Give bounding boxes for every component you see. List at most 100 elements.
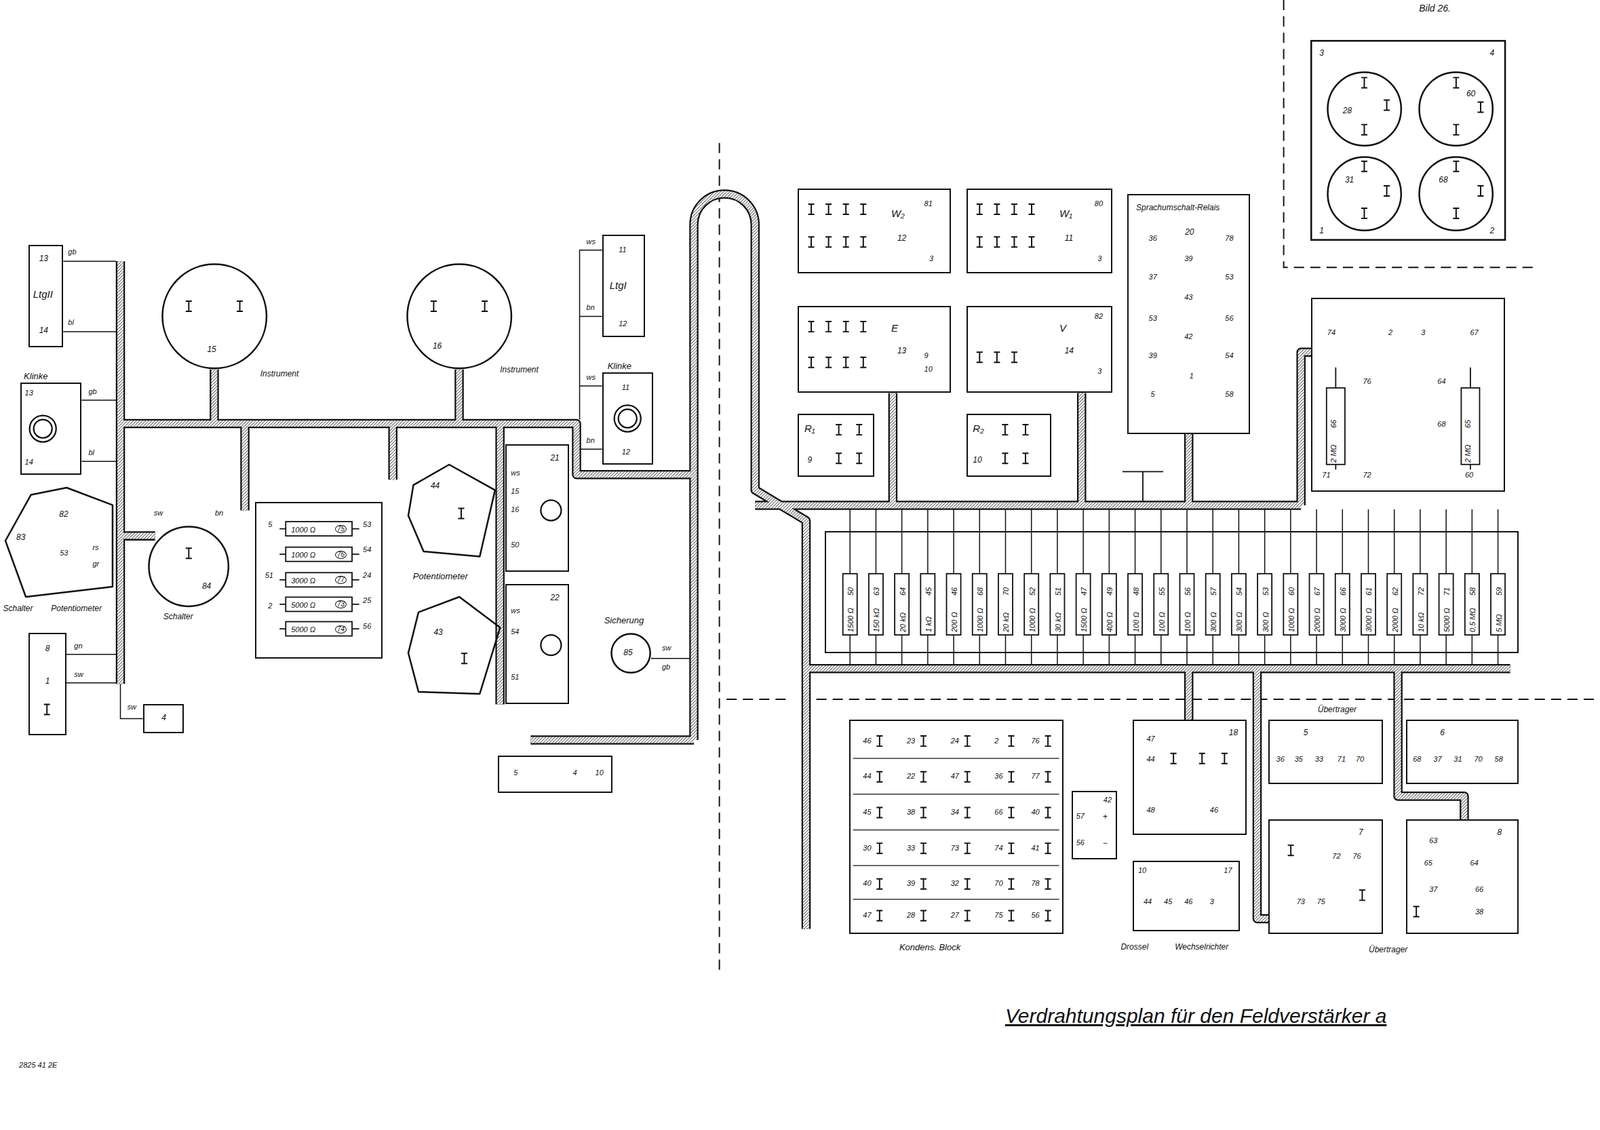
- node-text: 1500 Ω: [847, 607, 855, 633]
- wire-label: 35: [1294, 755, 1304, 764]
- node-text: 12: [621, 448, 631, 456]
- node-text: 53: [1262, 587, 1270, 596]
- instrument-circle: 15Instrument: [161, 263, 268, 370]
- resistor-symbol: [279, 367, 1480, 637]
- node-text: 3000 Ω: [1339, 607, 1348, 633]
- node-text: 61: [1365, 587, 1373, 596]
- wire-label: 38: [1474, 908, 1485, 916]
- node-text: 8: [45, 644, 51, 653]
- node-text: 4: [572, 769, 577, 777]
- wire-label: 80: [1094, 200, 1104, 208]
- resistor-symbol: [946, 573, 962, 635]
- wire-label: bn: [214, 509, 224, 517]
- wire-label: +: [1102, 812, 1109, 821]
- node-text: Instrument: [499, 365, 539, 374]
- node-text: 200 Ω: [950, 611, 959, 633]
- wire-label: 39: [1183, 255, 1194, 263]
- node-text: LtgII: [33, 288, 53, 300]
- node-text: 13: [25, 389, 34, 397]
- wire-label: 1: [1188, 372, 1195, 380]
- single-wire: [1160, 509, 1162, 665]
- resistor-symbol: [1076, 573, 1091, 635]
- wire-label: 71: [1321, 471, 1331, 479]
- wire-label: 37: [1428, 885, 1438, 894]
- wire-label: 74: [1326, 328, 1337, 337]
- wire-label: gr: [91, 560, 100, 568]
- polygon-border: [5, 487, 113, 597]
- node-text: 5000 Ω: [290, 601, 316, 610]
- switch-potentiometer: 8283SchalterPotentiometer: [5, 487, 113, 597]
- single-wire: [1368, 509, 1370, 665]
- node-text: 65: [1464, 419, 1472, 428]
- node-text: Schalter: [163, 612, 194, 621]
- node-text: Kondens. Block: [899, 942, 961, 952]
- node-text: 11: [621, 383, 630, 392]
- wire-label: 2: [267, 602, 273, 610]
- circle-border: [1419, 157, 1493, 231]
- circle-outline: [1418, 155, 1494, 232]
- resistor-symbol: [920, 573, 935, 635]
- single-wire: [1393, 509, 1396, 665]
- circle-border: [149, 527, 229, 607]
- socket-circle: 460: [1418, 71, 1494, 147]
- node-text: 44: [430, 481, 440, 490]
- node-text: 1: [1319, 226, 1324, 235]
- transformer-box: Übertrager5: [1268, 719, 1383, 785]
- resistor-symbol: [1257, 573, 1272, 635]
- polygon-outline: [408, 596, 500, 694]
- wire-label: 41: [1030, 844, 1041, 852]
- wire-label: 47: [950, 772, 960, 780]
- wire-label: 44: [1142, 898, 1153, 906]
- node-text: Sicherung: [604, 615, 645, 625]
- wire-label: 73: [950, 844, 960, 852]
- node-text: Drossel: [1120, 942, 1149, 951]
- capacitor-box: 42: [1071, 790, 1118, 860]
- wire-label: 9: [923, 352, 930, 360]
- wire-label: 33: [906, 844, 916, 852]
- wire-label: bn: [586, 303, 596, 312]
- node-text: 14: [25, 458, 34, 466]
- node-text: 17: [1223, 866, 1232, 875]
- wire-label: 54: [510, 628, 520, 636]
- node-text: 68: [976, 587, 985, 596]
- wire-label: 27: [950, 911, 960, 920]
- node-text: 58: [1469, 587, 1477, 596]
- wire-label: 3: [928, 255, 934, 263]
- wire-label: bn: [586, 436, 596, 445]
- terminal-strip: 22: [505, 583, 570, 705]
- node-text: 4: [161, 713, 167, 722]
- node-text: 21: [550, 453, 559, 462]
- wire-label: 76: [1030, 737, 1041, 745]
- jack-socket: [29, 404, 641, 656]
- wire-label: 70: [1473, 755, 1483, 764]
- wire-label: 56: [1075, 838, 1086, 847]
- node-text: 60: [1466, 89, 1476, 98]
- node-text: 52: [1028, 587, 1037, 596]
- single-wire: [1238, 509, 1240, 665]
- wire-label: 75: [1316, 898, 1326, 906]
- wire-label: 45: [862, 808, 872, 816]
- wire-label: 44: [1146, 755, 1156, 764]
- wire-label: 64: [1436, 377, 1447, 386]
- node-text: 13: [39, 254, 49, 263]
- node-text: 22: [550, 593, 559, 602]
- circle-outline: [1326, 155, 1402, 232]
- wire-label: 24: [362, 571, 372, 580]
- node-text: 85: [623, 648, 633, 657]
- wire-label: 54: [362, 545, 372, 554]
- wire-label: 76: [1361, 377, 1372, 386]
- node-text: 1000 Ω: [1288, 607, 1296, 633]
- divider-dashed: [719, 0, 1598, 970]
- resistor-symbol: [1439, 573, 1454, 635]
- node-text: 0,5 MΩ: [1469, 607, 1477, 633]
- wire-label: 16: [510, 505, 520, 514]
- node-text: 1 kΩ: [925, 616, 933, 633]
- single-wire: [1186, 509, 1188, 665]
- node-text: 46: [950, 587, 959, 596]
- node-text: 11: [1064, 233, 1073, 243]
- wire-label: 10: [923, 365, 934, 374]
- node-text: 76: [335, 550, 347, 559]
- wire-label: ws: [510, 469, 521, 477]
- terminal-box: 81: [28, 632, 67, 735]
- wire-label: ws: [586, 238, 597, 246]
